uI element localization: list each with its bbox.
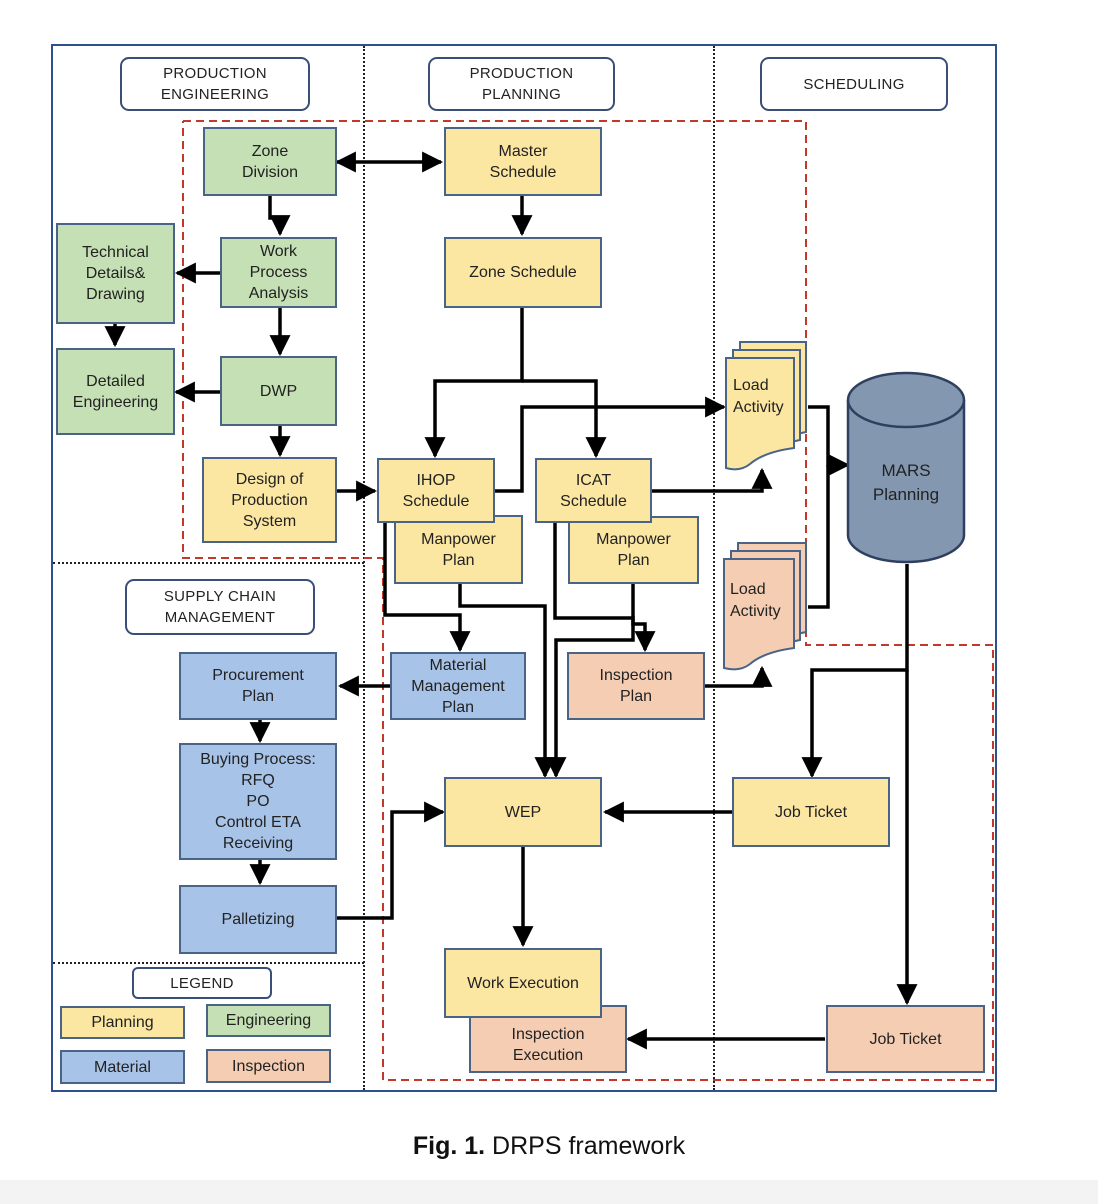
node-material-management-plan: Material Management Plan <box>390 652 526 720</box>
legend-inspection: Inspection <box>206 1049 331 1083</box>
load-activity-stack-2: Load Activity <box>723 542 807 671</box>
edge-ihop-load1 <box>495 396 727 493</box>
edge-icat-wep <box>545 523 635 779</box>
legend-title: LEGEND <box>132 967 272 999</box>
edge-palletizing-wep <box>337 801 446 920</box>
load-activity-2-line1: Load <box>730 581 766 598</box>
page-bottom-band <box>0 1180 1098 1204</box>
load-activity-1-line2: Activity <box>733 399 784 416</box>
node-zone-division: Zone Division <box>203 127 337 196</box>
edge-zonesched-ihop <box>424 308 524 459</box>
node-job-ticket-2: Job Ticket <box>826 1005 985 1073</box>
edge-inspplan-load2 <box>705 665 773 688</box>
node-detailed-engineering: Detailed Engineering <box>56 348 175 435</box>
header-production-planning: PRODUCTION PLANNING <box>428 57 615 111</box>
node-dwp: DWP <box>220 356 337 426</box>
mars-label-line1: MARS <box>881 461 930 480</box>
legend-material: Material <box>60 1050 185 1084</box>
node-manpower-plan-1: Manpower Plan <box>394 515 523 584</box>
planning-boundary-upper <box>182 120 994 1081</box>
edge-load2-mars <box>808 465 830 609</box>
load-activity-2-line2: Activity <box>730 603 781 620</box>
header-scheduling: SCHEDULING <box>760 57 948 111</box>
node-job-ticket-1: Job Ticket <box>732 777 890 847</box>
node-procurement-plan: Procurement Plan <box>179 652 337 720</box>
node-master-schedule: Master Schedule <box>444 127 602 196</box>
edge-load1-mars <box>808 405 851 476</box>
header-production-engineering: PRODUCTION ENGINEERING <box>120 57 310 111</box>
supply-chain-divider <box>53 562 364 564</box>
node-design-production-system: Design of Production System <box>202 457 337 543</box>
node-work-execution: Work Execution <box>444 948 602 1018</box>
node-manpower-plan-2: Manpower Plan <box>568 516 699 584</box>
diagram-frame <box>51 44 997 1092</box>
edge-zone-wpa <box>268 196 291 237</box>
node-wep: WEP <box>444 777 602 847</box>
edge-icat-inspplan <box>631 584 656 653</box>
load-activity-stack-1: Load Activity <box>725 341 807 471</box>
legend-divider <box>53 962 364 964</box>
node-work-process-analysis: Work Process Analysis <box>220 237 337 308</box>
node-icat-schedule: ICAT Schedule <box>535 458 652 523</box>
node-buying-process: Buying Process: RFQ PO Control ETA Recei… <box>179 743 337 860</box>
lane-divider-left <box>363 46 365 1090</box>
node-inspection-plan: Inspection Plan <box>567 652 705 720</box>
edge-icat-load1 <box>652 467 773 493</box>
node-technical-details: Technical Details& Drawing <box>56 223 175 324</box>
node-palletizing: Palletizing <box>179 885 337 954</box>
load-activity-1-line1: Load <box>733 377 769 394</box>
mars-label-line2: Planning <box>873 485 939 504</box>
node-ihop-schedule: IHOP Schedule <box>377 458 495 523</box>
figure-caption: Fig. 1. DRPS framework <box>412 1132 686 1160</box>
legend-planning: Planning <box>60 1006 185 1039</box>
edge-manpower1-wep <box>458 584 556 779</box>
header-supply-chain: SUPPLY CHAIN MANAGEMENT <box>125 579 315 635</box>
mars-planning-database: MARS Planning <box>846 371 966 564</box>
edge-mars-jobticket1 <box>801 564 909 779</box>
node-zone-schedule: Zone Schedule <box>444 237 602 308</box>
edge-zonesched-icat <box>522 379 607 459</box>
edge-ihop-material <box>383 523 471 653</box>
lane-divider-right <box>713 46 715 1090</box>
legend-engineering: Engineering <box>206 1004 331 1037</box>
